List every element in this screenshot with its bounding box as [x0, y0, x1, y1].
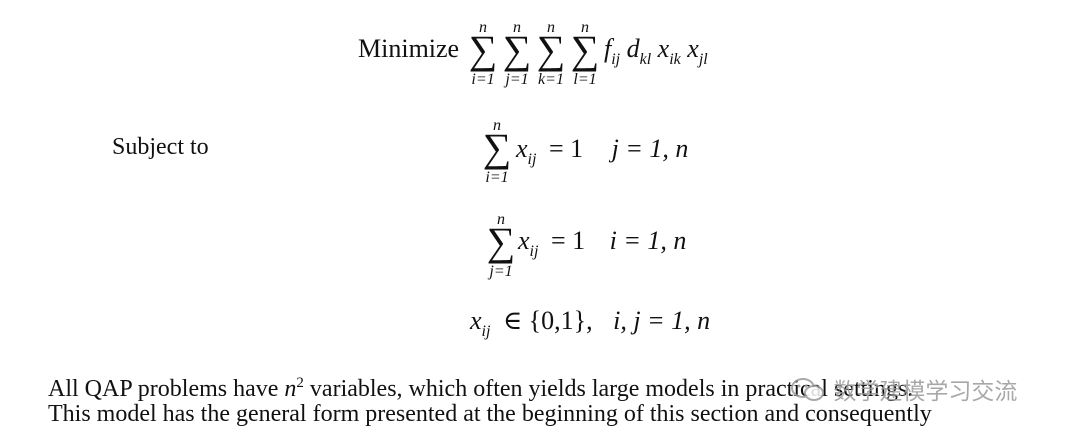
term-d: dkl [626, 34, 652, 68]
sum-upper: n [581, 19, 589, 36]
sigma-symbol: ∑ [536, 27, 566, 72]
sum-lower: j=1 [489, 263, 513, 280]
sum-lower: i=1 [471, 71, 495, 88]
sum-lower: l=1 [573, 71, 597, 88]
sum-upper: n [497, 211, 505, 228]
sum-upper: n [547, 19, 555, 36]
sum-upper: n [493, 117, 501, 134]
sum-lower: i=1 [485, 169, 509, 186]
constraint-1-sum: n ∑ i=1 [482, 118, 512, 188]
sum-upper: n [513, 19, 521, 36]
sigma-symbol: ∑ [482, 125, 512, 170]
sum-j: n ∑ j=1 [502, 20, 532, 90]
sigma-symbol: ∑ [486, 219, 516, 264]
sum-lower: j=1 [505, 71, 529, 88]
minimize-label: Minimize [358, 34, 460, 63]
sigma-symbol: ∑ [570, 27, 600, 72]
objective-terms: fij dkl xik xjl [604, 34, 708, 75]
sum-upper: n [479, 19, 487, 36]
sum-lower: k=1 [538, 71, 564, 88]
sigma-symbol: ∑ [502, 27, 532, 72]
sum-l: n ∑ l=1 [570, 20, 600, 90]
constraint-2-body: xij = 1 i = 1, n [518, 226, 687, 260]
wechat-icon [791, 378, 824, 401]
watermark-text: 数学建模学习交流 [833, 379, 1018, 405]
term-x-ik: xik [657, 34, 681, 68]
term-x-jl: xjl [687, 34, 708, 68]
sigma-symbol: ∑ [468, 27, 498, 72]
paragraph-line-2: This model has the general form presente… [48, 401, 932, 427]
constraint-2-sum: n ∑ j=1 [486, 212, 516, 282]
domain-constraint: xij ∈ {0,1}, i, j = 1, n [470, 306, 711, 340]
subject-to-label: Subject to [112, 134, 209, 160]
constraint-1-body: xij = 1 j = 1, n [516, 134, 689, 168]
term-f: fij [604, 34, 621, 68]
sum-k: n ∑ k=1 [536, 20, 566, 90]
watermark: 数学建模学习交流 [790, 372, 1017, 406]
sum-i: n ∑ i=1 [468, 20, 498, 90]
